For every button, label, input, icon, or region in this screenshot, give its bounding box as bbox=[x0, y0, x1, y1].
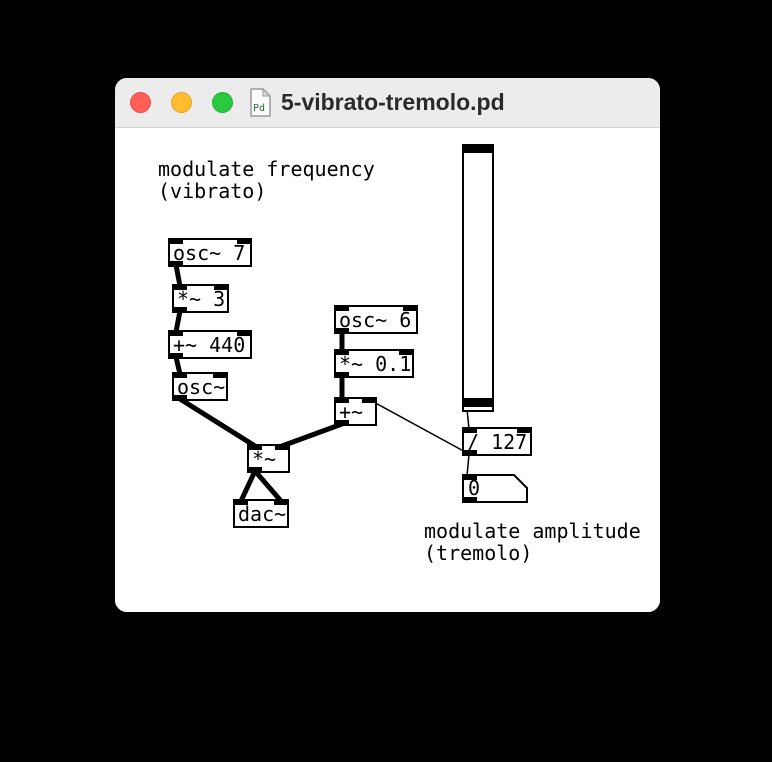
outlet-nib[interactable] bbox=[334, 420, 349, 426]
inlet-nib[interactable] bbox=[213, 372, 228, 378]
object-label: dac~ bbox=[238, 501, 287, 526]
comment-vibrato-line2: (vibrato) bbox=[158, 179, 267, 203]
object-box-add[interactable]: +~ bbox=[334, 397, 377, 426]
control-cord-div127-to-numberbox[interactable] bbox=[466, 453, 470, 477]
object-box-add440[interactable]: +~ 440 bbox=[168, 330, 252, 359]
pd-file-icon[interactable]: Pd bbox=[249, 88, 271, 117]
outlet-nib[interactable] bbox=[247, 467, 262, 473]
object-label: / 127 bbox=[467, 429, 528, 454]
signal-cord-osc-to-mul[interactable] bbox=[178, 396, 257, 449]
object-label: *~ bbox=[252, 446, 277, 471]
number-box[interactable]: 0 bbox=[462, 474, 528, 503]
inlet-nib[interactable] bbox=[237, 238, 252, 244]
zoom-button[interactable] bbox=[212, 92, 233, 113]
patch-canvas[interactable]: modulate frequency(vibrato) modulate amp… bbox=[115, 129, 660, 612]
object-box-mul3[interactable]: *~ 3 bbox=[172, 284, 229, 313]
signal-cord-mul-to-dac-left[interactable] bbox=[238, 469, 258, 503]
comment-vibrato-line1: modulate frequency bbox=[158, 157, 375, 181]
minimize-button[interactable] bbox=[171, 92, 192, 113]
inlet-nib[interactable] bbox=[168, 330, 183, 336]
outlet-nib[interactable] bbox=[462, 450, 477, 456]
object-label: osc~ bbox=[177, 374, 226, 399]
outlet-nib[interactable] bbox=[172, 395, 187, 401]
number-box-value: 0 bbox=[468, 476, 481, 500]
inlet-nib[interactable] bbox=[275, 444, 290, 450]
window-title: 5-vibrato-tremolo.pd bbox=[281, 89, 505, 115]
outlet-nib[interactable] bbox=[168, 261, 183, 267]
object-label: *~ 3 bbox=[177, 286, 226, 311]
control-cord-div127-to-add[interactable] bbox=[369, 399, 470, 455]
object-box-div127[interactable]: / 127 bbox=[462, 427, 532, 456]
object-box-osc[interactable]: osc~ bbox=[172, 372, 228, 401]
slider-handle[interactable] bbox=[464, 398, 492, 407]
signal-cord-add440-to-osc[interactable] bbox=[173, 356, 183, 375]
inlet-nib[interactable] bbox=[172, 284, 187, 290]
outlet-nib[interactable] bbox=[462, 497, 477, 503]
outlet-nib[interactable] bbox=[168, 353, 183, 359]
inlet-nib[interactable] bbox=[168, 238, 183, 244]
signal-cord-mul-to-dac-right[interactable] bbox=[253, 469, 283, 503]
pd-file-icon-label: Pd bbox=[253, 103, 265, 114]
object-box-dac[interactable]: dac~ bbox=[233, 499, 289, 528]
control-cord-slider-to-div127[interactable] bbox=[466, 408, 470, 430]
inlet-nib[interactable] bbox=[172, 372, 187, 378]
connections-layer bbox=[173, 264, 470, 503]
object-label: +~ bbox=[339, 399, 364, 424]
inlet-nib[interactable] bbox=[362, 397, 377, 403]
signal-cord-add-to-mul[interactable] bbox=[281, 421, 343, 449]
inlet-nib[interactable] bbox=[247, 444, 262, 450]
object-label: +~ 440 bbox=[173, 332, 246, 357]
inlet-nib[interactable] bbox=[334, 349, 349, 355]
comment-tremolo-line1: modulate amplitude bbox=[424, 519, 641, 543]
object-box-mul[interactable]: *~ bbox=[247, 444, 290, 473]
inlet-nib[interactable] bbox=[462, 427, 477, 433]
inlet-nib[interactable] bbox=[274, 499, 289, 505]
signal-cord-osc7-to-mul3[interactable] bbox=[173, 264, 183, 287]
inlet-nib[interactable] bbox=[334, 397, 349, 403]
comment-tremolo-line2: (tremolo) bbox=[424, 541, 533, 565]
inlet-nib[interactable] bbox=[403, 305, 418, 311]
comment-vibrato: modulate frequency(vibrato) bbox=[158, 158, 375, 202]
slider-top-bar bbox=[464, 146, 492, 153]
pd-patch-window: Pd 5-vibrato-tremolo.pd modulate frequen… bbox=[115, 78, 660, 612]
inlet-nib[interactable] bbox=[399, 349, 414, 355]
object-label: osc~ 6 bbox=[339, 307, 412, 332]
object-label: osc~ 7 bbox=[173, 240, 246, 265]
object-box-mul01[interactable]: *~ 0.1 bbox=[334, 349, 414, 378]
object-box-osc7[interactable]: osc~ 7 bbox=[168, 238, 252, 267]
outlet-nib[interactable] bbox=[334, 328, 349, 334]
inlet-nib[interactable] bbox=[237, 330, 252, 336]
signal-cord-mul3-to-add440[interactable] bbox=[173, 310, 183, 333]
inlet-nib[interactable] bbox=[517, 427, 532, 433]
object-box-osc6[interactable]: osc~ 6 bbox=[334, 305, 418, 334]
amplitude-vslider[interactable] bbox=[462, 144, 494, 412]
outlet-nib[interactable] bbox=[172, 307, 187, 313]
inlet-nib[interactable] bbox=[334, 305, 349, 311]
inlet-nib[interactable] bbox=[462, 474, 477, 480]
inlet-nib[interactable] bbox=[214, 284, 229, 290]
close-button[interactable] bbox=[130, 92, 151, 113]
title-bar[interactable]: Pd 5-vibrato-tremolo.pd bbox=[115, 78, 660, 128]
inlet-nib[interactable] bbox=[233, 499, 248, 505]
object-label: *~ 0.1 bbox=[339, 351, 412, 376]
comment-tremolo: modulate amplitude(tremolo) bbox=[424, 520, 641, 564]
outlet-nib[interactable] bbox=[334, 372, 349, 378]
